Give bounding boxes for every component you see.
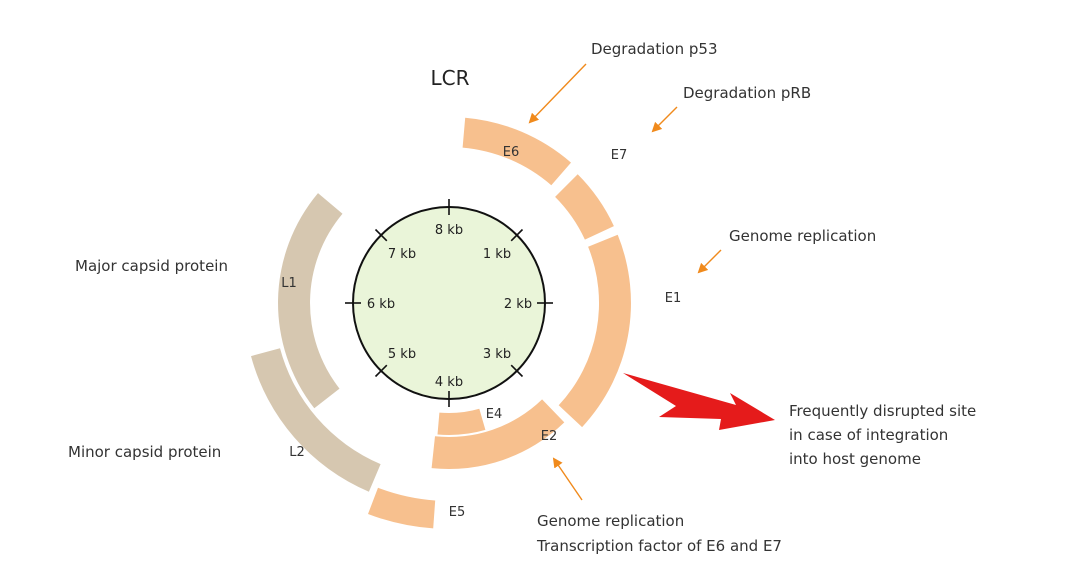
kb-tick-7 (374, 228, 388, 242)
e5-segment (368, 487, 436, 529)
e6-annotation: Degradation p53 (591, 40, 717, 58)
l1-label: L1 (281, 276, 297, 291)
e6-segment (462, 117, 571, 186)
kb-tick-marks (345, 199, 553, 407)
e2-annotation-line1: Genome replication (537, 512, 684, 530)
kb-label-3: 3 kb (483, 347, 511, 362)
kb-label-1: 1 kb (483, 247, 511, 262)
disruption-lightning-icon (623, 373, 775, 430)
disruption-annotation-line3: into host genome (789, 450, 921, 468)
e7-arrow (651, 106, 678, 133)
l1-annotation: Major capsid protein (75, 257, 228, 275)
e6-label: E6 (503, 145, 520, 160)
e7-annotation: Degradation pRB (683, 84, 811, 102)
e1-label: E1 (665, 291, 682, 306)
e4-label: E4 (486, 407, 503, 422)
kb-label-4: 4 kb (435, 375, 463, 390)
kb-label-5: 5 kb (388, 347, 416, 362)
kb-label-6: 6 kb (367, 297, 395, 312)
l1-segment (278, 193, 343, 409)
kb-tick-5 (374, 364, 388, 378)
disruption-annotation-line1: Frequently disrupted site (789, 402, 976, 420)
e5-label: E5 (449, 505, 466, 520)
e2-arrow (552, 457, 583, 501)
e1-segment (558, 234, 631, 428)
disruption-annotation-line2: in case of integration (789, 426, 948, 444)
e4-segment (437, 408, 486, 436)
kb-tick-1 (510, 228, 524, 242)
e7-label: E7 (611, 148, 628, 163)
kb-label-8: 8 kb (435, 223, 463, 238)
l2-label: L2 (289, 445, 305, 460)
kb-tick-3 (510, 364, 524, 378)
e2-annotation-line2: Transcription factor of E6 and E7 (536, 537, 782, 555)
e1-arrow (697, 249, 722, 274)
l2-segment (251, 348, 381, 492)
kb-label-7: 7 kb (388, 247, 416, 262)
kb-label-2: 2 kb (504, 297, 532, 312)
e7-segment (555, 174, 614, 240)
l2-annotation: Minor capsid protein (68, 443, 221, 461)
e1-annotation: Genome replication (729, 227, 876, 245)
e2-segment (431, 399, 565, 470)
e6-arrow (528, 63, 587, 124)
lcr-label: LCR (430, 66, 469, 90)
e2-label: E2 (541, 429, 558, 444)
